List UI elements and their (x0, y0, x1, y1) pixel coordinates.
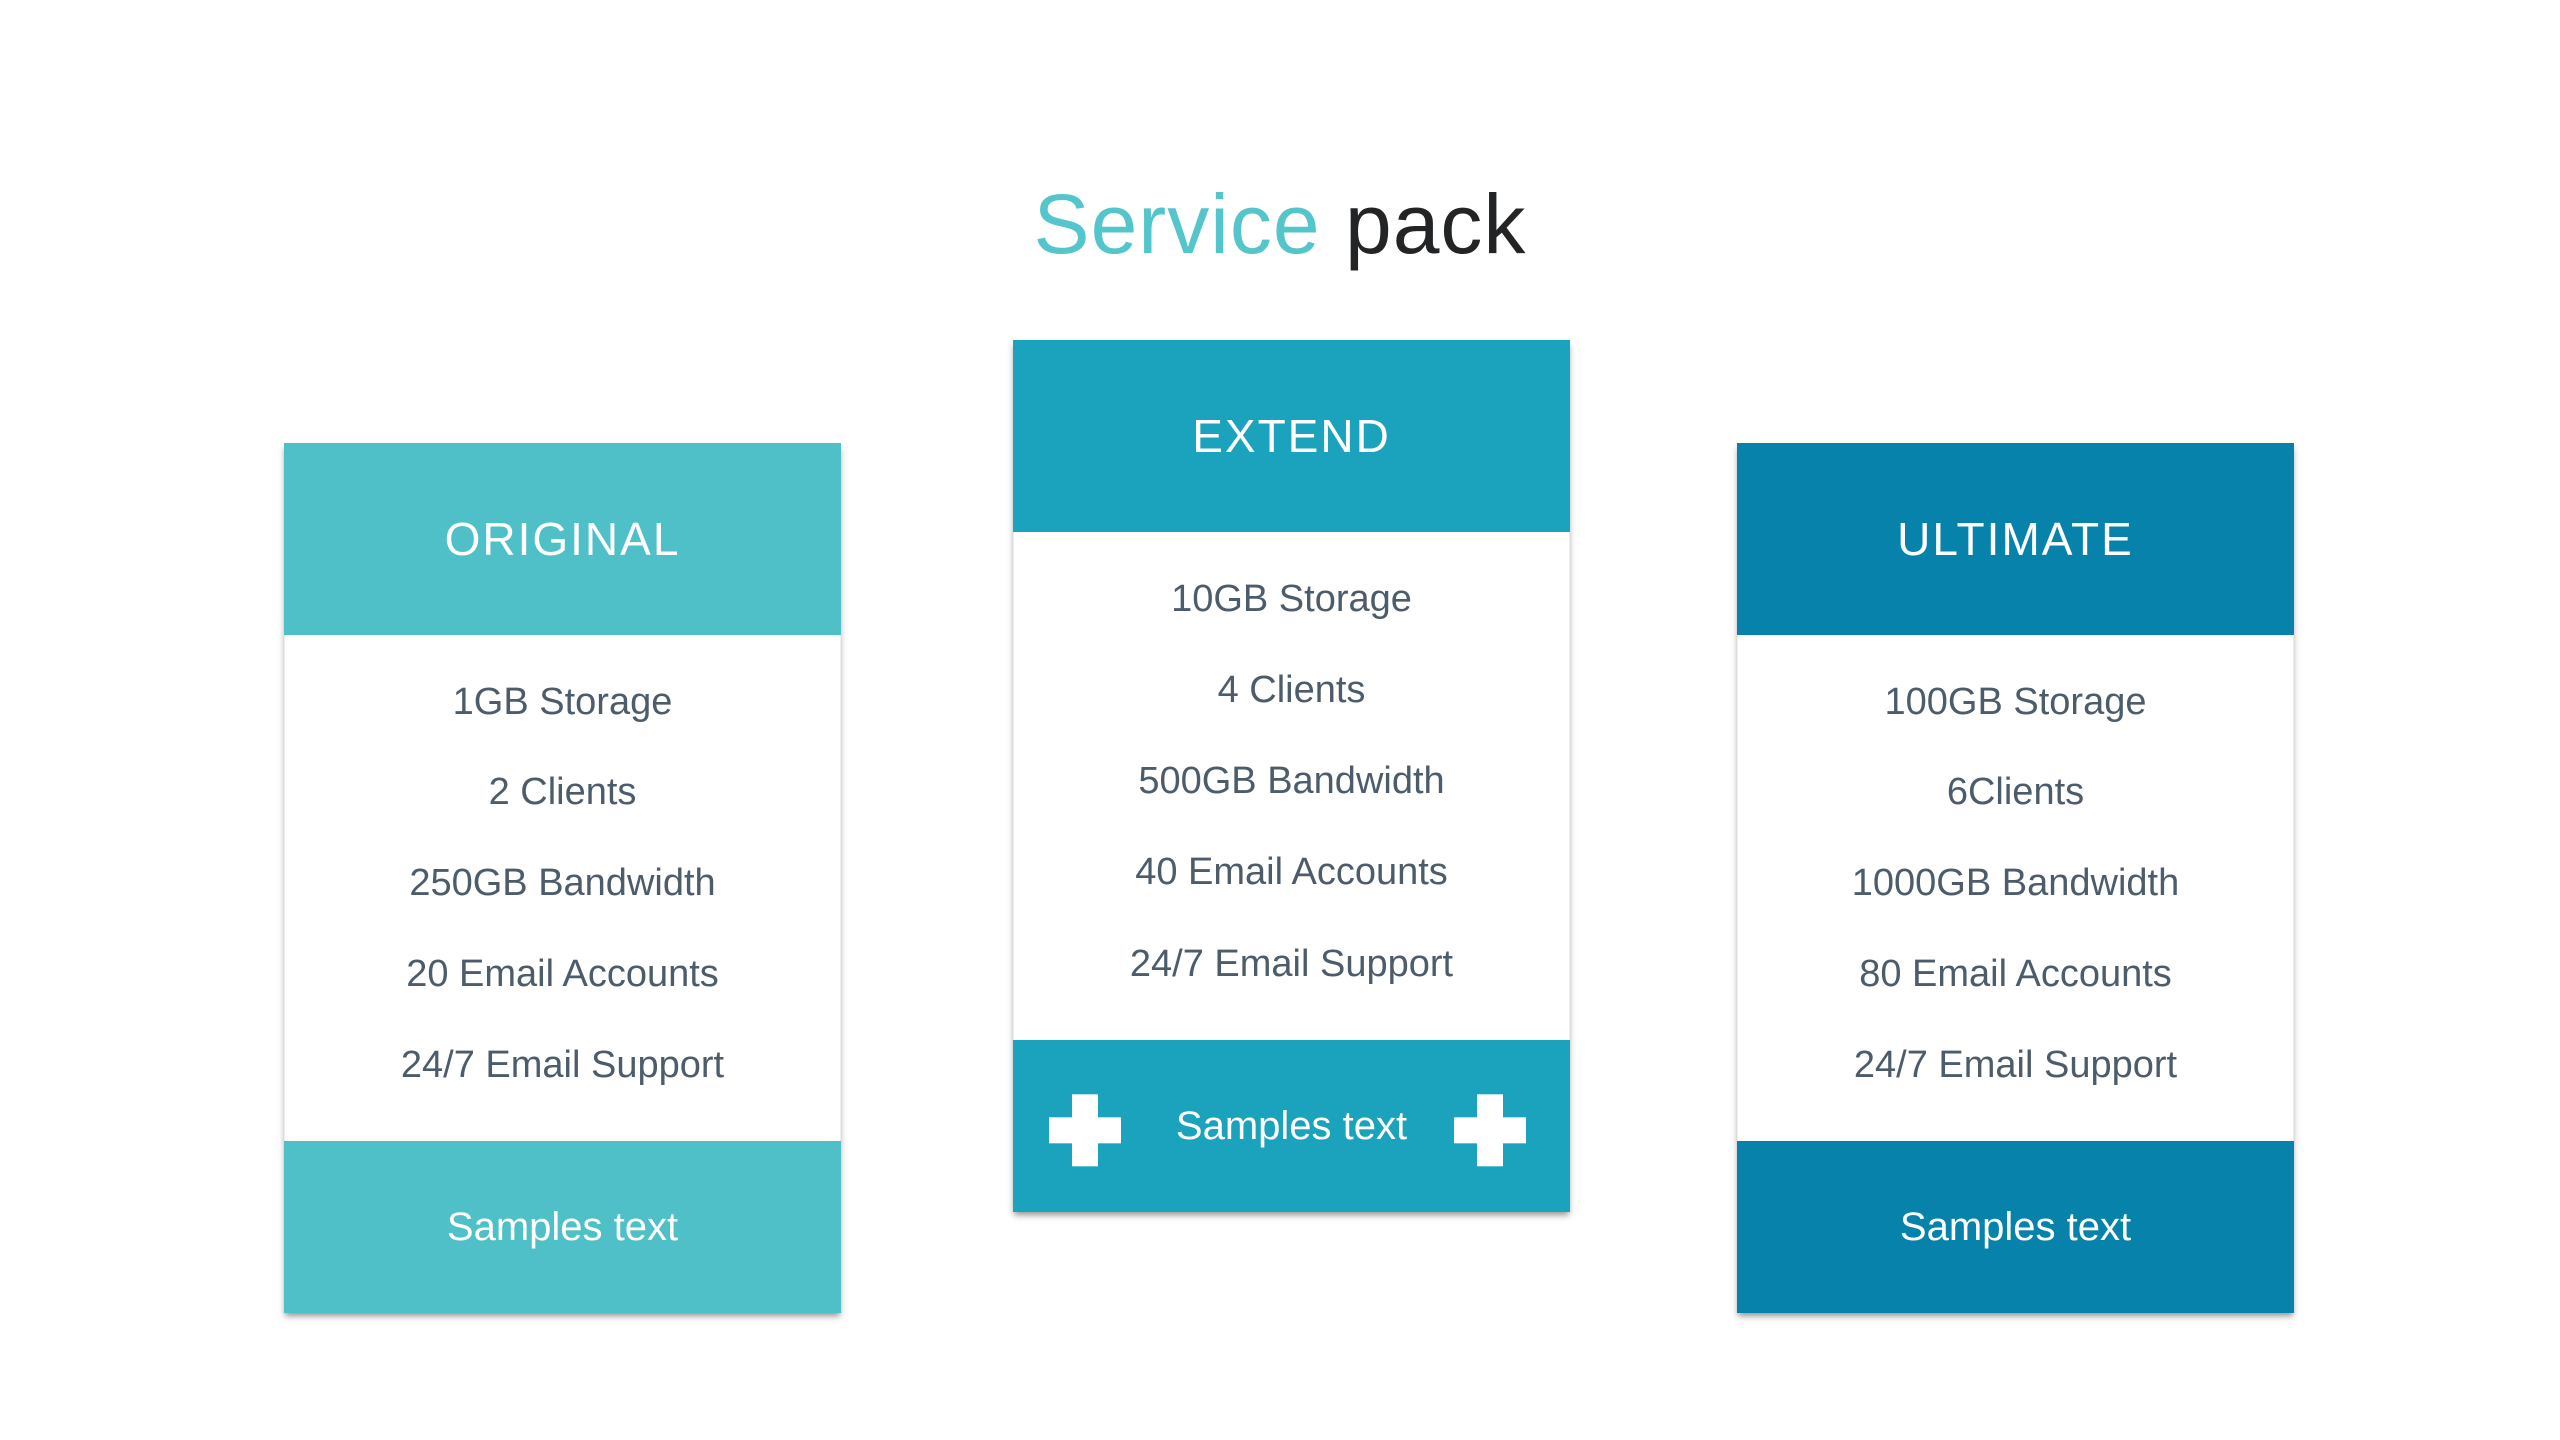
plan-cta-label: Samples text (446, 1204, 679, 1249)
feature-email-accounts: 40 Email Accounts (1135, 851, 1448, 894)
plan-cta-ultimate[interactable]: Samples text (1737, 1141, 2294, 1313)
plan-cta-extend[interactable]: Samples text (1013, 1040, 1570, 1212)
feature-clients: 2 Clients (488, 771, 637, 814)
pricing-card-extend: EXTEND 10GB Storage 4 Clients 500GB Band… (1013, 340, 1570, 1212)
feature-email-support: 24/7 Email Support (400, 1043, 725, 1086)
pricing-card-ultimate: ULTIMATE 100GB Storage 6Clients 1000GB B… (1737, 443, 2294, 1313)
plan-name-ultimate: ULTIMATE (1737, 443, 2294, 635)
feature-bandwidth: 500GB Bandwidth (1138, 760, 1445, 803)
pricing-card-original: ORIGINAL 1GB Storage 2 Clients 250GB Ban… (284, 443, 841, 1313)
plus-icon[interactable] (1049, 1094, 1121, 1166)
page-title-rest: pack (1320, 177, 1527, 272)
plan-name-extend: EXTEND (1013, 340, 1570, 532)
feature-clients: 4 Clients (1217, 668, 1366, 711)
feature-bandwidth: 1000GB Bandwidth (1851, 862, 2180, 905)
feature-email-accounts: 20 Email Accounts (406, 952, 719, 995)
feature-email-support: 24/7 Email Support (1129, 942, 1454, 985)
page-title-accent: Service (1033, 177, 1321, 272)
feature-storage: 10GB Storage (1171, 577, 1412, 620)
feature-bandwidth: 250GB Bandwidth (409, 862, 716, 905)
page-title: Service pack (0, 174, 2560, 275)
plus-icon[interactable] (1454, 1094, 1526, 1166)
feature-email-support: 24/7 Email Support (1853, 1043, 2178, 1086)
plan-name-original: ORIGINAL (284, 443, 841, 635)
plan-features-original: 1GB Storage 2 Clients 250GB Bandwidth 20… (284, 635, 841, 1141)
plan-cta-label: Samples text (1899, 1204, 2132, 1249)
plan-features-ultimate: 100GB Storage 6Clients 1000GB Bandwidth … (1737, 635, 2294, 1141)
feature-storage: 100GB Storage (1884, 680, 2147, 723)
feature-email-accounts: 80 Email Accounts (1859, 952, 2172, 995)
plan-features-extend: 10GB Storage 4 Clients 500GB Bandwidth 4… (1013, 532, 1570, 1040)
plan-cta-label: Samples text (1175, 1103, 1408, 1148)
feature-clients: 6Clients (1946, 771, 2085, 814)
feature-storage: 1GB Storage (452, 680, 673, 723)
plan-cta-original[interactable]: Samples text (284, 1141, 841, 1313)
